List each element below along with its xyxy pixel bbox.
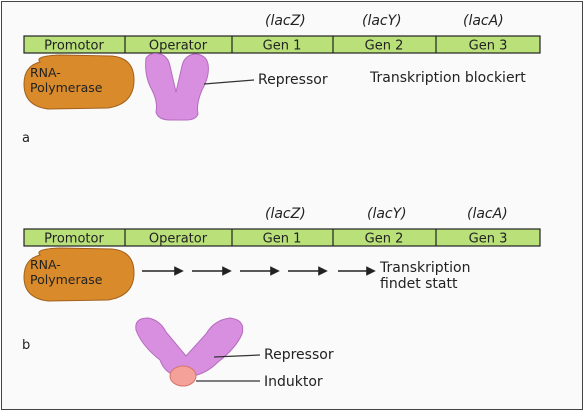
inducer-molecule — [169, 365, 197, 387]
segment-promotor-b: Promotor — [44, 232, 104, 247]
polymerase-label-b-line1: RNA- — [30, 257, 61, 272]
gene-name-lacz-a: (lacZ) — [265, 13, 306, 29]
segment-gen2-a: Gen 2 — [365, 39, 404, 54]
status-transcribing-line2: findet statt — [380, 276, 458, 292]
segment-gen1-b: Gen 1 — [263, 232, 302, 247]
segment-gen3-b: Gen 3 — [469, 232, 508, 247]
repressor-label-b: Repressor — [264, 347, 334, 363]
gene-name-laca-b: (lacA) — [467, 206, 508, 222]
segment-operator-a: Operator — [149, 39, 208, 54]
gene-name-lacy-b: (lacY) — [367, 206, 407, 222]
dna-strip-a — [23, 35, 541, 54]
panel-label-a: a — [22, 131, 30, 146]
status-blocked: Transkription blockiert — [369, 70, 526, 86]
segment-gen1-a: Gen 1 — [263, 39, 302, 54]
status-transcribing-line1: Transkription — [379, 260, 470, 276]
transcription-arrows — [142, 266, 376, 276]
repressor-b — [135, 317, 244, 377]
inducer-label: Induktor — [264, 374, 323, 390]
gene-name-laca-a: (lacA) — [463, 13, 504, 29]
rna-polymerase-a — [23, 54, 135, 110]
polymerase-label-b-line2: Polymerase — [30, 272, 103, 287]
segment-gen2-b: Gen 2 — [365, 232, 404, 247]
gene-name-lacz-b: (lacZ) — [265, 206, 306, 222]
polymerase-label-a-line2: Polymerase — [30, 80, 103, 95]
rna-polymerase-b — [23, 247, 135, 302]
segment-gen3-a: Gen 3 — [469, 39, 508, 54]
repressor-label-a: Repressor — [258, 72, 328, 88]
segment-promotor-a: Promotor — [44, 39, 104, 54]
polymerase-label-a-line1: RNA- — [30, 65, 61, 80]
panel-a: (lacZ) (lacY) (lacA) Promotor Operator G… — [22, 13, 541, 146]
panel-label-b: b — [22, 338, 30, 353]
gene-name-lacy-a: (lacY) — [362, 13, 402, 29]
segment-operator-b: Operator — [149, 232, 208, 247]
repressor-a — [145, 53, 209, 121]
dna-strip-b — [23, 228, 541, 247]
panel-b: (lacZ) (lacY) (lacA) Promotor Operator G… — [22, 206, 541, 390]
